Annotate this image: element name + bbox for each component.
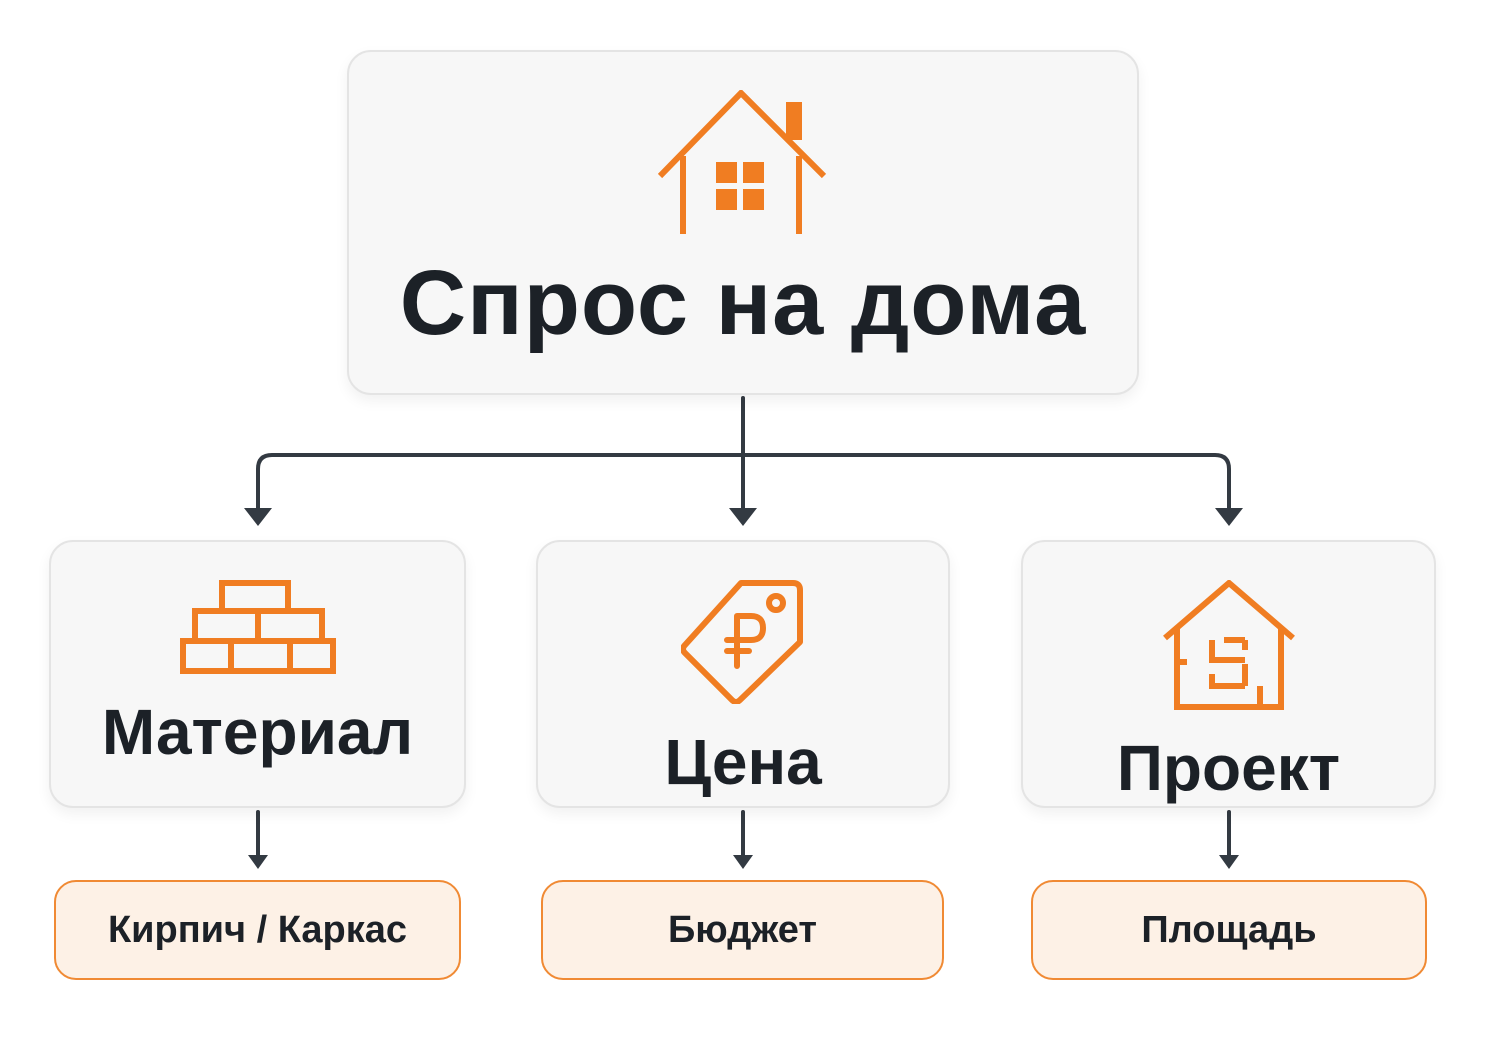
leaf-arrowhead-right bbox=[1219, 855, 1239, 869]
leaf-node-project: Площадь bbox=[1031, 880, 1427, 980]
branch-node-project: Проект bbox=[1021, 540, 1436, 808]
house-icon bbox=[658, 90, 827, 234]
leaf-label-material: Кирпич / Каркас bbox=[107, 908, 408, 951]
leaf-node-price: Бюджет bbox=[541, 880, 944, 980]
leaf-arrowhead-center bbox=[733, 855, 753, 869]
branch-node-price: Цена bbox=[536, 540, 950, 808]
branch-title-material: Материал bbox=[101, 696, 414, 768]
house-floor-plan-icon bbox=[1162, 580, 1295, 710]
leaf-node-material: Кирпич / Каркас bbox=[54, 880, 461, 980]
arrowhead-right bbox=[1215, 508, 1243, 526]
branch-line-left bbox=[256, 453, 745, 510]
leaf-label-project: Площадь bbox=[1141, 908, 1317, 951]
branch-title-project: Проект bbox=[1116, 732, 1341, 804]
bricks-icon bbox=[179, 580, 336, 674]
leaf-arrowhead-left bbox=[248, 855, 268, 869]
ruble-price-tag-icon bbox=[681, 580, 803, 704]
leaf-label-price: Бюджет bbox=[667, 908, 818, 951]
root-node: Спрос на дома bbox=[347, 50, 1139, 395]
branch-title-price: Цена bbox=[664, 726, 822, 798]
arrowhead-center bbox=[729, 508, 757, 526]
branch-line-right bbox=[741, 453, 1231, 510]
root-title: Спрос на дома bbox=[399, 252, 1087, 354]
arrowhead-left bbox=[244, 508, 272, 526]
branch-node-material: Материал bbox=[49, 540, 466, 808]
